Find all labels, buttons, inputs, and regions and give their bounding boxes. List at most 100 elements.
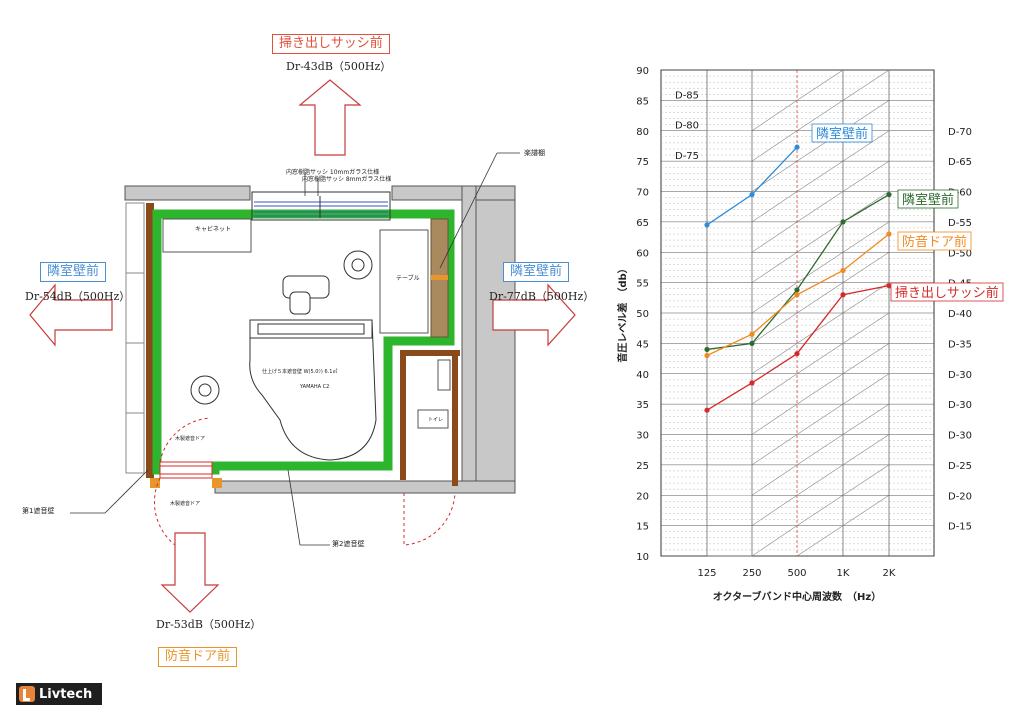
bottom-label-value: Dr-53dB（500Hz） (156, 618, 262, 631)
shelf-label: 楽譜棚 (524, 149, 545, 157)
data-point (704, 222, 710, 228)
right-label-title: 隣室壁前 (503, 262, 570, 282)
x-tick-label: 1K (837, 568, 850, 579)
series-label-box (890, 282, 1004, 302)
logo-text: Livtech (39, 686, 93, 702)
window-sash (251, 191, 391, 221)
door-label-2: 木製遮音ドア (170, 501, 201, 507)
toilet-label: トイレ (428, 417, 444, 423)
y-tick-label: 90 (636, 66, 649, 77)
y-tick-label: 10 (636, 552, 649, 563)
d-reference-line (796, 494, 890, 557)
d-label-right: D-30 (948, 400, 972, 411)
d-reference-line (707, 130, 890, 223)
bottom-label-title: 防音ドア前 (158, 647, 238, 667)
d-label-right: D-50 (948, 248, 972, 259)
grand-piano (249, 319, 377, 461)
sash-label-2: 内窓樹脂サッシ 8mmガラス仕様 (302, 176, 392, 183)
y-tick-label: 85 (636, 96, 649, 107)
y-tick-label: 25 (636, 461, 649, 472)
y-tick-label: 35 (636, 400, 649, 411)
left-wall-panels (125, 202, 145, 474)
d-reference-line (707, 343, 890, 435)
x-axis-title: オクターブバンド中心周波数 （Hz） (713, 590, 882, 603)
y-tick-label: 30 (636, 431, 649, 442)
data-point (886, 283, 892, 289)
d-reference-line (707, 160, 890, 253)
d-reference-line (707, 100, 890, 192)
data-point (794, 287, 800, 293)
d-label-right: D-15 (948, 522, 972, 533)
cabinet-label: キャビネット (195, 226, 232, 233)
d-reference-line (707, 251, 890, 344)
livtech-logo-icon (19, 686, 35, 702)
x-tick-label: 125 (697, 568, 716, 579)
y-tick-label: 45 (636, 339, 649, 350)
series-label: 隣室壁前 (816, 126, 868, 142)
right-label-value: Dr-77dB（500Hz） (489, 290, 595, 303)
table-label: テーブル (396, 275, 420, 282)
y-tick-label: 40 (636, 370, 649, 381)
d-reference-line (707, 373, 890, 466)
arrows (29, 79, 576, 613)
floor-plan-drawing (29, 79, 576, 613)
d-label-right: D-35 (948, 339, 972, 350)
x-tick-label: 2K (883, 568, 896, 579)
top-label-value: Dr-43dB（500Hz） (286, 60, 392, 73)
y-tick-label: 15 (636, 522, 649, 533)
wooden-walls (146, 203, 460, 486)
data-point (704, 346, 710, 353)
data-point (794, 292, 800, 298)
data-point (886, 191, 892, 198)
d-reference-line (707, 69, 844, 132)
d-reference-line (707, 191, 890, 283)
y-tick-label: 55 (636, 279, 649, 290)
sound-level-chart: 10 15 20 25 30 35 40 45 50 55 60 65 70 75 80 85 90 125 250… (616, 66, 1004, 603)
piano-label-2: YAMAHA C2 (300, 384, 330, 390)
d-label-left: D-75 (675, 151, 699, 162)
d-label-right: D-55 (948, 218, 972, 229)
top-label-title: 掃き出しサッシ前 (272, 34, 390, 54)
left-label-title: 隣室壁前 (40, 262, 107, 282)
d-reference-line (707, 69, 890, 162)
data-point (704, 352, 710, 359)
d-label-left: D-80 (675, 121, 699, 132)
d-label-right: D-25 (948, 461, 972, 472)
data-point (794, 144, 800, 150)
x-tick-label: 500 (787, 568, 806, 579)
y-tick-label: 20 (636, 491, 649, 502)
d-reference-line (707, 434, 890, 526)
y-tick-label: 60 (636, 248, 649, 259)
series-label: 隣室壁前 (902, 192, 954, 208)
y-tick-label: 65 (636, 218, 649, 229)
door-label: 木製遮音ドア (175, 436, 206, 442)
y-tick-label: 70 (636, 188, 649, 199)
y-axis-title: 音圧レベル差 （db） (616, 263, 629, 362)
y-tick-label: 50 (636, 309, 649, 320)
d-label-right: D-30 (948, 431, 972, 442)
d-label-right: D-70 (948, 127, 972, 138)
series-label: 防音ドア前 (902, 234, 967, 250)
d-reference-line (707, 464, 890, 557)
wall2-label: 第2遮音壁 (332, 540, 365, 548)
left-label-value: Dr-54dB（500Hz） (25, 290, 131, 303)
data-point (749, 380, 755, 386)
wall1-label: 第1遮音壁 (22, 507, 55, 515)
piano-label-1: 仕上げ５本遮音壁 W(5.0ｼ) 6.1㎡ (262, 369, 338, 375)
d-label-left: D-85 (675, 90, 699, 101)
data-point (840, 219, 846, 225)
d-reference-line (707, 403, 890, 496)
series-label-box (897, 231, 972, 251)
sash-label-1: 内窓樹脂サッシ 10mmガラス仕様 (286, 169, 380, 176)
y-tick-label: 80 (636, 127, 649, 138)
livtech-logo: Livtech (16, 683, 102, 705)
data-point (840, 292, 846, 298)
series-label-box (897, 189, 959, 209)
data-point (886, 231, 892, 237)
x-tick-label: 250 (742, 568, 761, 579)
d-reference-line (707, 221, 890, 314)
data-point (749, 340, 755, 346)
d-label-right: D-30 (948, 370, 972, 381)
y-tick-label: 75 (636, 157, 649, 168)
d-label-right: D-60 (948, 188, 972, 199)
